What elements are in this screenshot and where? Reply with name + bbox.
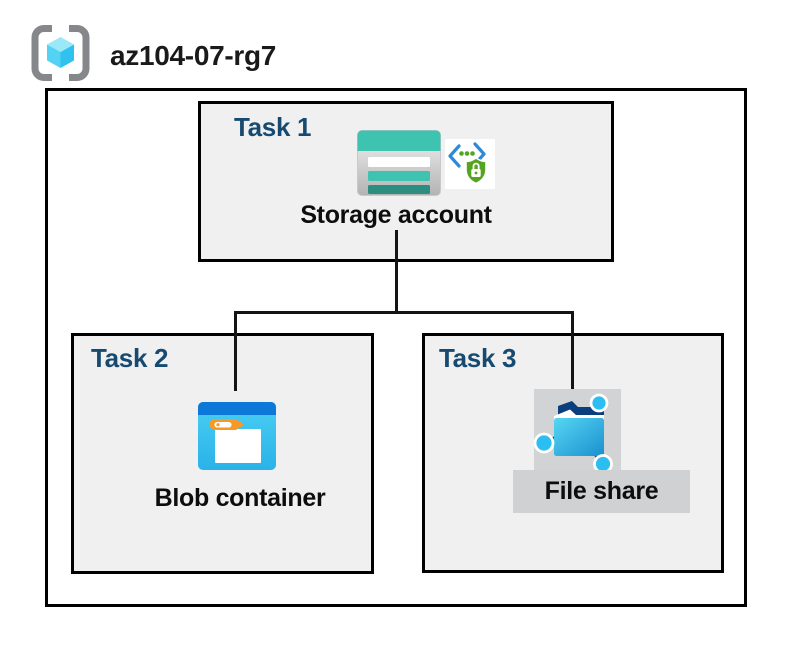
resource-group-icon	[31, 25, 90, 81]
file-share-label: File share	[544, 477, 659, 505]
storage-account-label: Storage account	[300, 201, 492, 229]
task-2-label: Task 2	[91, 343, 169, 373]
connector-to-blob-container	[234, 311, 237, 391]
storage-account-icon	[357, 130, 441, 196]
blob-container-label: Blob container	[154, 484, 326, 512]
file-share-selection-highlight	[534, 389, 621, 475]
file-share-label-highlight: File share	[513, 470, 690, 513]
task-1-label: Task 1	[234, 112, 312, 142]
task-2-box: Task 2 Blob container	[71, 333, 374, 574]
resource-group-title: az104-07-rg7	[110, 40, 277, 71]
file-share-icon	[534, 393, 613, 474]
blob-container-icon	[198, 402, 276, 470]
connector-to-file-share	[571, 311, 574, 389]
code-shield-lock-badge-icon	[445, 139, 495, 189]
task-1-box: Task 1 Storage account	[198, 101, 614, 262]
connector-storage-trunk	[395, 230, 398, 313]
task-3-label: Task 3	[439, 343, 517, 373]
connector-branch-horizontal	[234, 311, 574, 314]
